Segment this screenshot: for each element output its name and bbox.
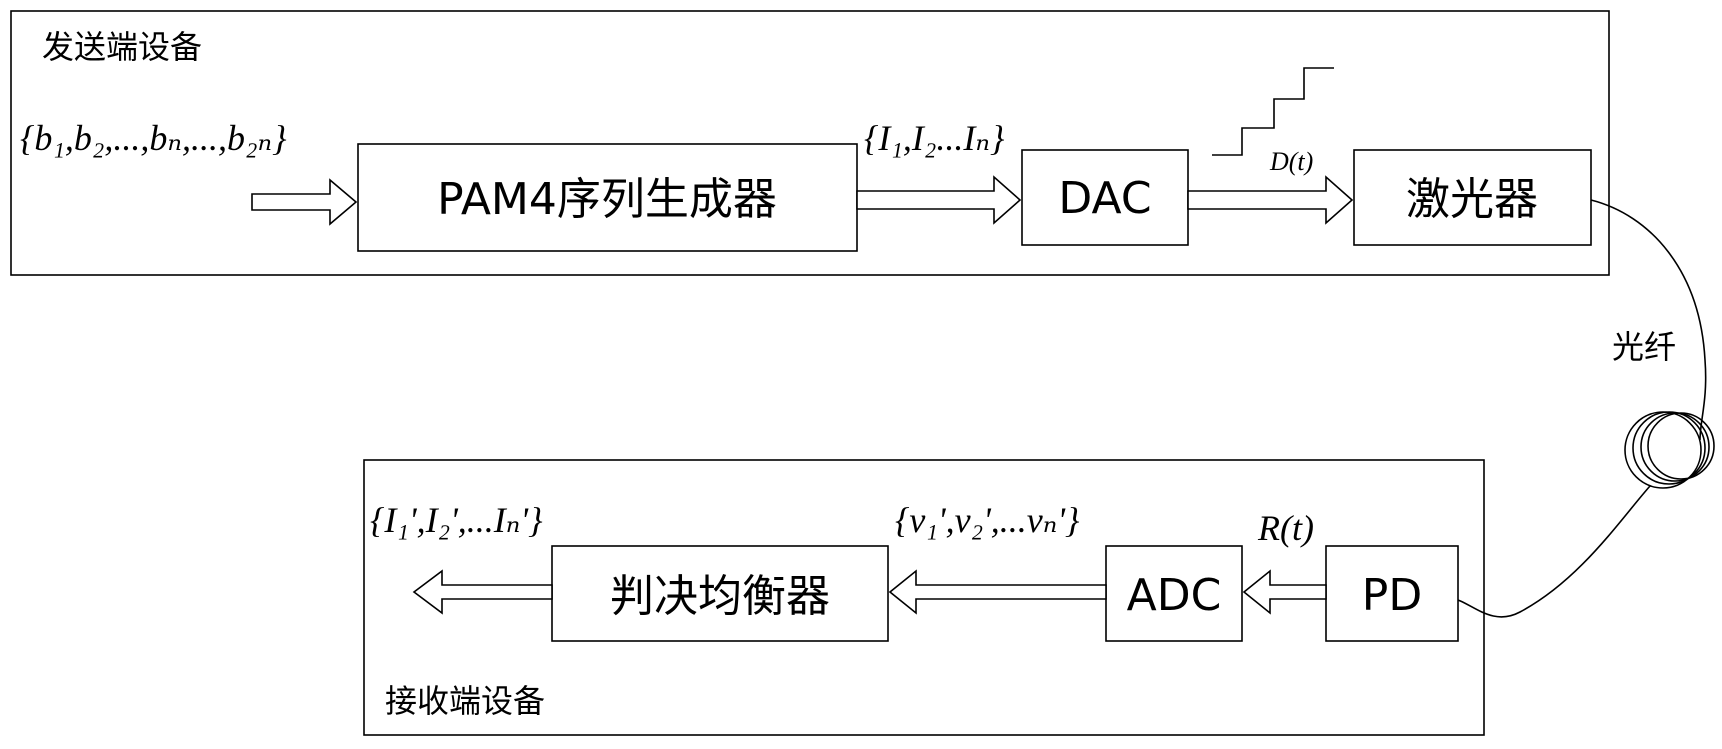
dac-to-laser-arrow [1188, 177, 1352, 223]
symbol-sequence: {I₁,I₂...Iₙ} [864, 118, 1005, 158]
fiber-label: 光纤 [1612, 328, 1676, 366]
adc-to-equalizer-arrow [890, 571, 1106, 613]
adc-label: ADC [1127, 570, 1222, 621]
input-bit-sequence: {b₁,b₂,...,bₙ,...,b₂ₙ} [20, 118, 287, 158]
pd-to-adc-arrow [1244, 571, 1326, 613]
pam4-to-dac-arrow [857, 177, 1020, 223]
receiver-title: 接收端设备 [385, 682, 545, 720]
pd-output-signal: R(t) [1257, 508, 1314, 548]
transmitter-title: 发送端设备 [42, 28, 202, 66]
equalizer-label: 判决均衡器 [610, 571, 830, 622]
laser-label: 激光器 [1406, 174, 1538, 225]
fiber-lower-segment [1450, 486, 1650, 617]
pam4-staircase-waveform [1212, 68, 1334, 155]
sample-sequence: {v₁',v₂',...vₙ'} [895, 500, 1080, 540]
dac-label: DAC [1058, 173, 1151, 224]
pam4-generator-label: PAM4序列生成器 [437, 174, 777, 225]
pd-label: PD [1362, 570, 1422, 621]
dac-output-signal: D(t) [1269, 147, 1313, 176]
output-sequence: {I₁',I₂',...Iₙ'} [370, 500, 543, 540]
input-arrow [252, 180, 356, 224]
output-arrow [414, 571, 552, 613]
